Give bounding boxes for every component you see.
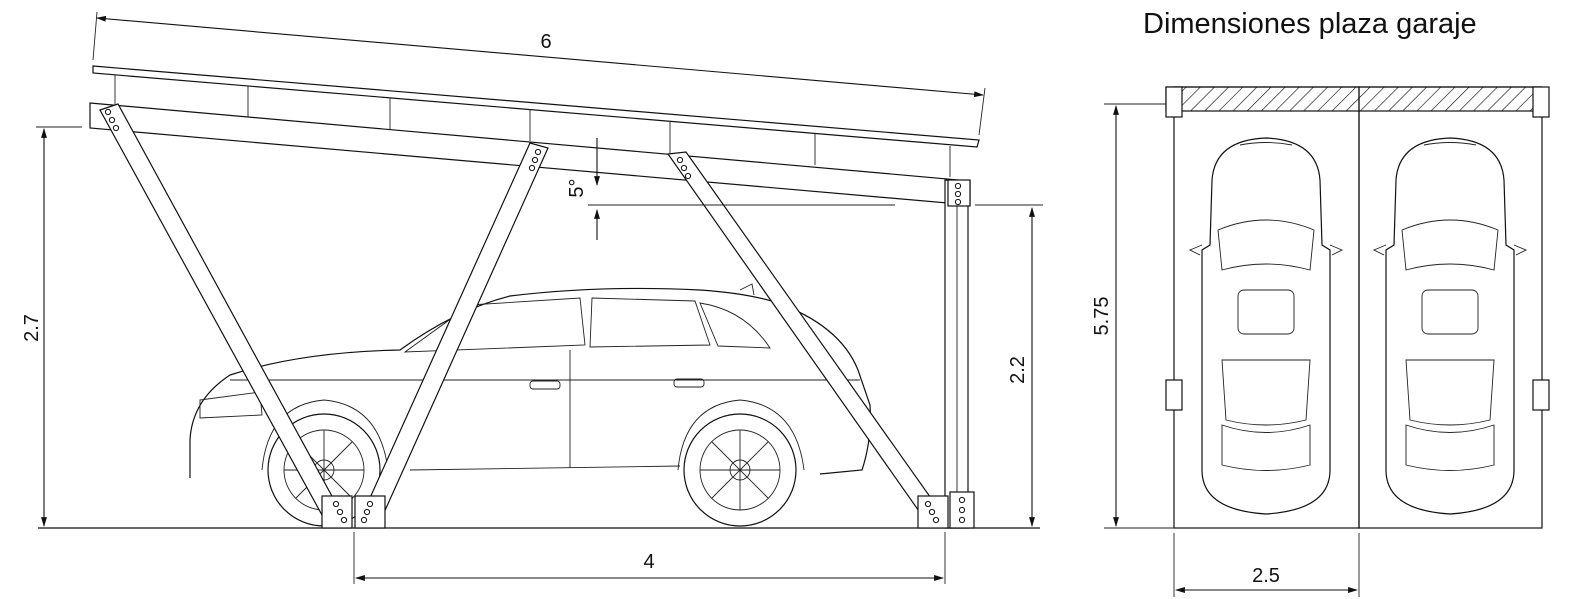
plan-view: 5.75 2.5 xyxy=(1091,86,1550,597)
dimension-bay-depth: 5.75 xyxy=(1091,103,1174,529)
purlins xyxy=(114,75,951,177)
bay-depth-label: 5.75 xyxy=(1091,297,1113,336)
dimension-rear-height: 2.2 xyxy=(975,204,1043,527)
front-height-label: 2.7 xyxy=(21,314,43,342)
dimension-roof-length: 6 xyxy=(92,11,986,136)
car-top-view-left xyxy=(1188,137,1344,515)
car-side-view xyxy=(189,283,871,527)
dimension-front-height: 2.7 xyxy=(21,126,82,527)
roof-length-label: 6 xyxy=(540,31,551,53)
support-struts xyxy=(99,103,975,529)
rear-height-label: 2.2 xyxy=(1007,356,1029,384)
dimension-bay-width: 2.5 xyxy=(1173,533,1360,597)
diagram-title: Dimensiones plaza garaje xyxy=(1143,8,1477,40)
post-spacing-label: 4 xyxy=(643,551,654,573)
car-top-view-right xyxy=(1372,137,1528,515)
bay-width-label: 2.5 xyxy=(1252,565,1280,587)
side-elevation: 6 2.7 5° 2.2 4 xyxy=(21,11,1043,584)
angle-label: 5° xyxy=(566,178,588,197)
dimension-angle: 5° xyxy=(566,138,895,240)
dimension-post-spacing: 4 xyxy=(353,532,946,584)
roof-beam-plan xyxy=(1165,86,1543,112)
